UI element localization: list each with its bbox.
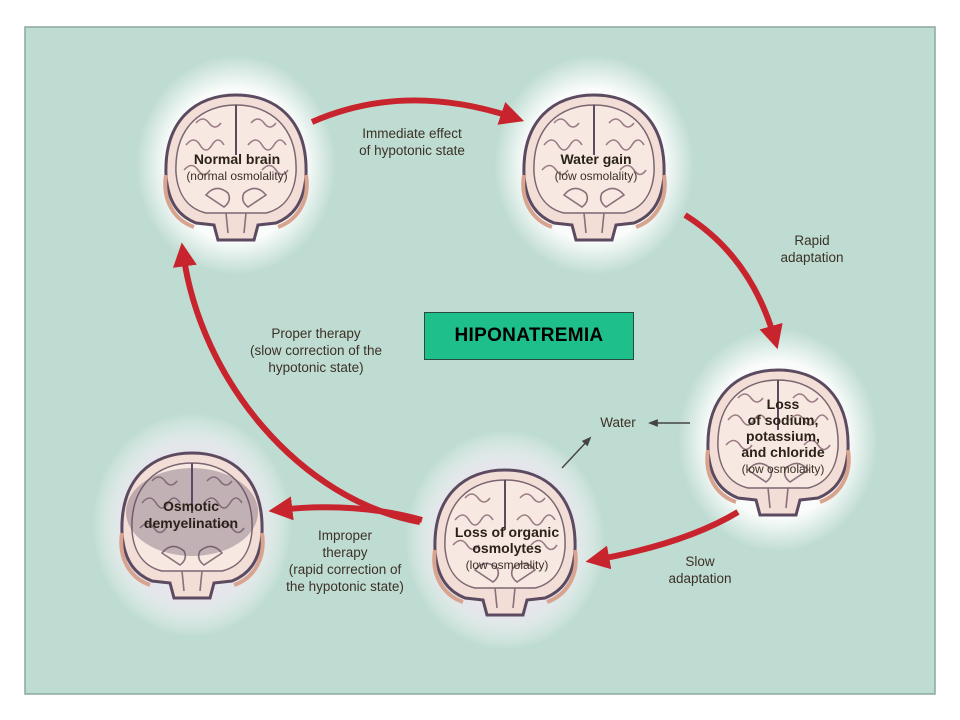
- caption-improper-line: Improper: [318, 528, 373, 543]
- node-loss-organic-line: Loss of organic: [455, 524, 559, 540]
- caption-slow-line: Slow: [685, 554, 715, 569]
- caption-proper: Proper therapy (slow correction of the h…: [250, 326, 382, 375]
- node-water-gain-title: Water gain: [560, 151, 631, 167]
- node-loss-sodium-line: potassium,: [746, 428, 820, 444]
- caption-improper: Improper therapy (rapid correction of th…: [286, 528, 404, 594]
- node-water-gain: Water gain (low osmolality): [555, 151, 638, 183]
- caption-proper-line: (slow correction of the: [250, 343, 382, 358]
- caption-water: Water: [600, 415, 636, 430]
- node-loss-organic-subtitle: (low osmolality): [466, 558, 549, 572]
- arrow-slow: [585, 509, 740, 570]
- caption-improper-line: (rapid correction of: [289, 562, 402, 577]
- node-loss-organic-line: osmolytes: [472, 540, 541, 556]
- caption-improper-line: therapy: [322, 545, 367, 560]
- title-box: HIPONATREMIA: [424, 312, 634, 360]
- caption-immediate-line: Immediate effect: [362, 126, 462, 141]
- node-normal-title: Normal brain: [194, 151, 280, 167]
- node-normal: Normal brain (normal osmolality): [186, 151, 287, 183]
- node-loss-sodium-line: of sodium,: [748, 412, 819, 428]
- node-loss-sodium-line: Loss: [767, 396, 800, 412]
- caption-immediate-line: of hypotonic state: [359, 143, 465, 158]
- node-water-gain-subtitle: (low osmolality): [555, 169, 638, 183]
- caption-rapid-line: Rapid: [794, 233, 829, 248]
- caption-rapid-line: adaptation: [780, 250, 843, 265]
- caption-proper-line: hypotonic state): [268, 360, 363, 375]
- node-normal-subtitle: (normal osmolality): [186, 169, 287, 183]
- title-text: HIPONATREMIA: [454, 325, 604, 346]
- arrow-improper: [268, 496, 423, 523]
- brain-osmotic-icon: [119, 451, 265, 600]
- arrow-immediate: [310, 97, 525, 125]
- caption-slow-line: adaptation: [668, 571, 731, 586]
- node-loss-organic: Loss of organic osmolytes (low osmolalit…: [455, 524, 559, 572]
- node-loss-sodium-subtitle: (low osmolality): [742, 462, 825, 476]
- brain-normal-icon: [163, 93, 309, 242]
- node-loss-sodium-line: and chloride: [741, 444, 824, 460]
- caption-immediate: Immediate effect of hypotonic state: [359, 126, 465, 158]
- arrow-water-out: [561, 436, 592, 469]
- caption-rapid: Rapid adaptation: [780, 233, 843, 265]
- caption-improper-line: the hypotonic state): [286, 579, 404, 594]
- brain-water-gain-icon: [521, 93, 667, 242]
- arrow-rapid: [683, 212, 783, 350]
- node-osmotic: Osmotic demyelination: [144, 498, 238, 531]
- node-osmotic-line: Osmotic: [163, 498, 219, 514]
- node-osmotic-line: demyelination: [144, 515, 238, 531]
- node-loss-sodium: Loss of sodium, potassium, and chloride …: [741, 396, 824, 476]
- caption-slow: Slow adaptation: [668, 554, 731, 586]
- caption-proper-line: Proper therapy: [271, 326, 361, 341]
